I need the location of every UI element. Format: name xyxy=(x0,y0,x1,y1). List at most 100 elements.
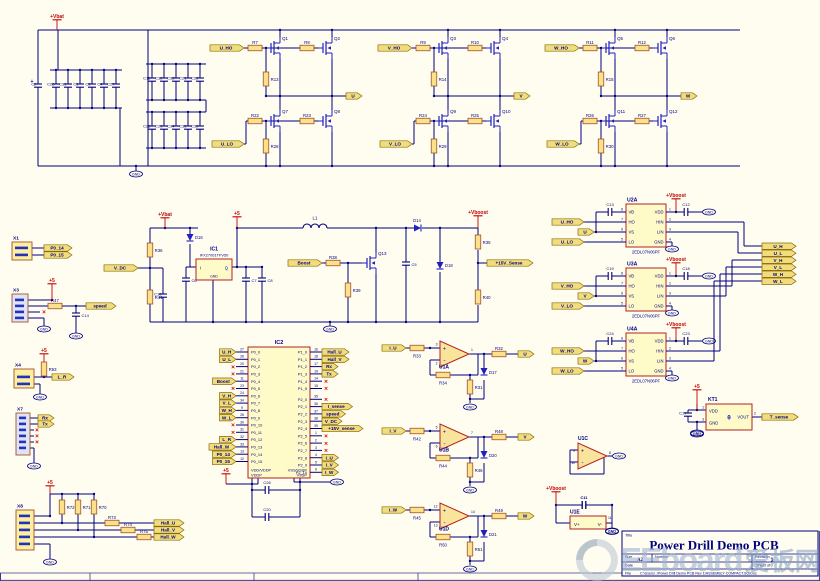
port-V_DC[interactable]: V_DC xyxy=(321,417,343,425)
capacitor-C17[interactable]: C17 xyxy=(679,410,692,422)
capacitor-C25[interactable]: C25 xyxy=(143,112,156,148)
port-Boost[interactable]: Boost xyxy=(212,377,237,385)
resistor-R7[interactable]: R7 xyxy=(247,40,263,52)
port-W_LO[interactable]: W_LO xyxy=(546,140,580,148)
resistor-R74[interactable]: R74 xyxy=(120,522,136,534)
resistor-R10[interactable]: R10 xyxy=(467,40,483,52)
port-W_L[interactable]: W_L xyxy=(219,414,237,422)
zener-diode-D16[interactable]: D16 xyxy=(186,234,204,242)
capacitor-C24[interactable]: C24 xyxy=(596,331,626,345)
resistor-R23[interactable]: R23 xyxy=(299,113,315,125)
port-P0_15[interactable]: P0_15 xyxy=(212,457,237,466)
mosfet-Q2[interactable]: Q2 xyxy=(318,36,341,59)
port-Hall_W[interactable]: Hall_W xyxy=(208,443,237,451)
port-W_HO[interactable]: W_HO xyxy=(544,44,580,52)
resistor-R44[interactable]: R44 xyxy=(435,454,451,469)
capacitor-C23[interactable]: C23 xyxy=(666,331,702,345)
port-U_HO[interactable]: U_HO xyxy=(209,44,245,52)
capacitor-C27[interactable]: C27 xyxy=(107,70,120,108)
mosfet-Q6[interactable]: Q6 xyxy=(653,36,676,59)
port-+15V_sense[interactable]: +15V_sense xyxy=(321,424,364,433)
gate-driver-U4A[interactable]: U4A2EDL07N06PFVB8HO7VS6LO5VDD1HIN2LIN3GN… xyxy=(551,273,762,384)
port-W[interactable]: W xyxy=(577,357,595,365)
gate-driver-U3A[interactable]: U3A2EDL07N06PFVB8HO7VS6LO5VDD1HIN2LIN3GN… xyxy=(551,257,762,319)
zener-diode-D18[interactable]: D18 xyxy=(436,262,454,270)
resistor-R75[interactable]: R75 xyxy=(136,529,152,541)
port-Rx[interactable]: Rx xyxy=(321,363,339,371)
port-P0_14[interactable]: P0_14 xyxy=(212,450,237,458)
mosfet-Q8[interactable]: Q8 xyxy=(318,109,341,132)
port-Hall_V[interactable]: Hall_V xyxy=(321,355,350,363)
resistor-R71[interactable]: R71 xyxy=(74,499,91,515)
resistor-R14[interactable]: R14 xyxy=(430,71,447,87)
resistor-R30[interactable]: R30 xyxy=(597,138,614,154)
port-U[interactable]: U xyxy=(577,228,595,236)
port-I_sense[interactable]: I_sense xyxy=(321,403,354,411)
mosfet-Q1[interactable]: Q1 xyxy=(266,36,289,59)
resistor-R72[interactable]: R72 xyxy=(58,499,75,515)
port-Rx[interactable]: Rx xyxy=(37,414,55,422)
capacitor-C28[interactable]: C28 xyxy=(47,70,60,108)
mosfet-Q9[interactable]: Q9 xyxy=(434,109,457,132)
resistor-R34[interactable]: R34 xyxy=(435,371,451,386)
port-W_L[interactable]: W_L xyxy=(761,277,797,285)
resistor-R15[interactable]: R15 xyxy=(597,71,614,87)
capacitor-C33[interactable]: C33 xyxy=(167,64,180,100)
capacitor-C4[interactable]: C4 xyxy=(97,70,108,108)
resistor-R33[interactable]: R33 xyxy=(409,344,425,359)
capacitor-C20[interactable]: C20 xyxy=(252,507,300,521)
connector-X3[interactable]: X3 xyxy=(11,288,29,323)
connector-X8[interactable]: X8 xyxy=(15,504,35,551)
capacitor-C29[interactable]: C29 xyxy=(155,112,168,148)
port-V_L[interactable]: V_L xyxy=(219,399,237,407)
port-W_H[interactable]: W_H xyxy=(219,406,237,414)
capacitor-C3[interactable]: C3 xyxy=(85,70,96,108)
capacitor-C11[interactable]: C11 xyxy=(556,495,612,509)
capacitor-C21[interactable]: C21 xyxy=(179,64,192,100)
resistor-R22[interactable]: R22 xyxy=(247,113,263,125)
zener-diode-D17[interactable]: D17 xyxy=(480,368,498,376)
port-I_U[interactable]: I_U xyxy=(381,344,407,352)
capacitor-C26[interactable]: C26 xyxy=(252,480,300,494)
resistor-R13[interactable]: R13 xyxy=(262,71,279,87)
port-U_H[interactable]: U_H xyxy=(219,348,237,356)
port-L_R[interactable]: L_R xyxy=(51,373,75,381)
port-Hall_V[interactable]: Hall_V xyxy=(153,526,185,534)
diode-D14[interactable]: D14 xyxy=(413,218,422,232)
port-U[interactable]: U xyxy=(517,350,535,358)
port-U_H[interactable]: U_H xyxy=(761,242,797,250)
port-T_sense[interactable]: T_sense xyxy=(761,413,799,421)
capacitor-C12[interactable]: C12 xyxy=(666,202,702,216)
capacitor-C6[interactable]: C6 xyxy=(182,267,197,322)
port-U_L[interactable]: U_L xyxy=(219,355,237,363)
capacitor-C31[interactable]: C31 xyxy=(59,70,72,108)
port-V_HO[interactable]: V_HO xyxy=(377,44,413,52)
resistor-R27[interactable]: R27 xyxy=(634,113,650,125)
resistor-R11[interactable]: R11 xyxy=(582,40,598,52)
port-I_V[interactable]: I_V xyxy=(321,461,340,469)
resistor-R70[interactable]: R70 xyxy=(90,499,107,515)
resistor-R35[interactable]: R35 xyxy=(474,234,491,250)
port-W[interactable]: W xyxy=(680,92,698,100)
capacitor-C2[interactable]: +C2 xyxy=(31,30,42,166)
port-V_L[interactable]: V_L xyxy=(761,263,797,271)
resistor-R28[interactable]: R28 xyxy=(262,138,279,154)
resistor-R8[interactable]: R8 xyxy=(299,40,315,52)
port-I_U[interactable]: I_U xyxy=(321,454,340,462)
port-I_W[interactable]: I_W xyxy=(381,506,407,514)
port-U_LO[interactable]: U_LO xyxy=(551,238,585,246)
zener-diode-D20[interactable]: D20 xyxy=(480,451,498,459)
port-+15V_Sense[interactable]: +15V_Sense xyxy=(486,259,534,267)
port-V[interactable]: V xyxy=(577,292,595,300)
capacitor-C18[interactable]: C18 xyxy=(666,266,702,280)
port-Hall_U[interactable]: Hall_U xyxy=(153,519,185,527)
port-W[interactable]: W xyxy=(517,512,535,520)
capacitor-C34[interactable]: C34 xyxy=(167,112,180,148)
mosfet-Q12[interactable]: Q12 xyxy=(653,109,678,132)
port-W_H[interactable]: W_H xyxy=(761,270,797,278)
